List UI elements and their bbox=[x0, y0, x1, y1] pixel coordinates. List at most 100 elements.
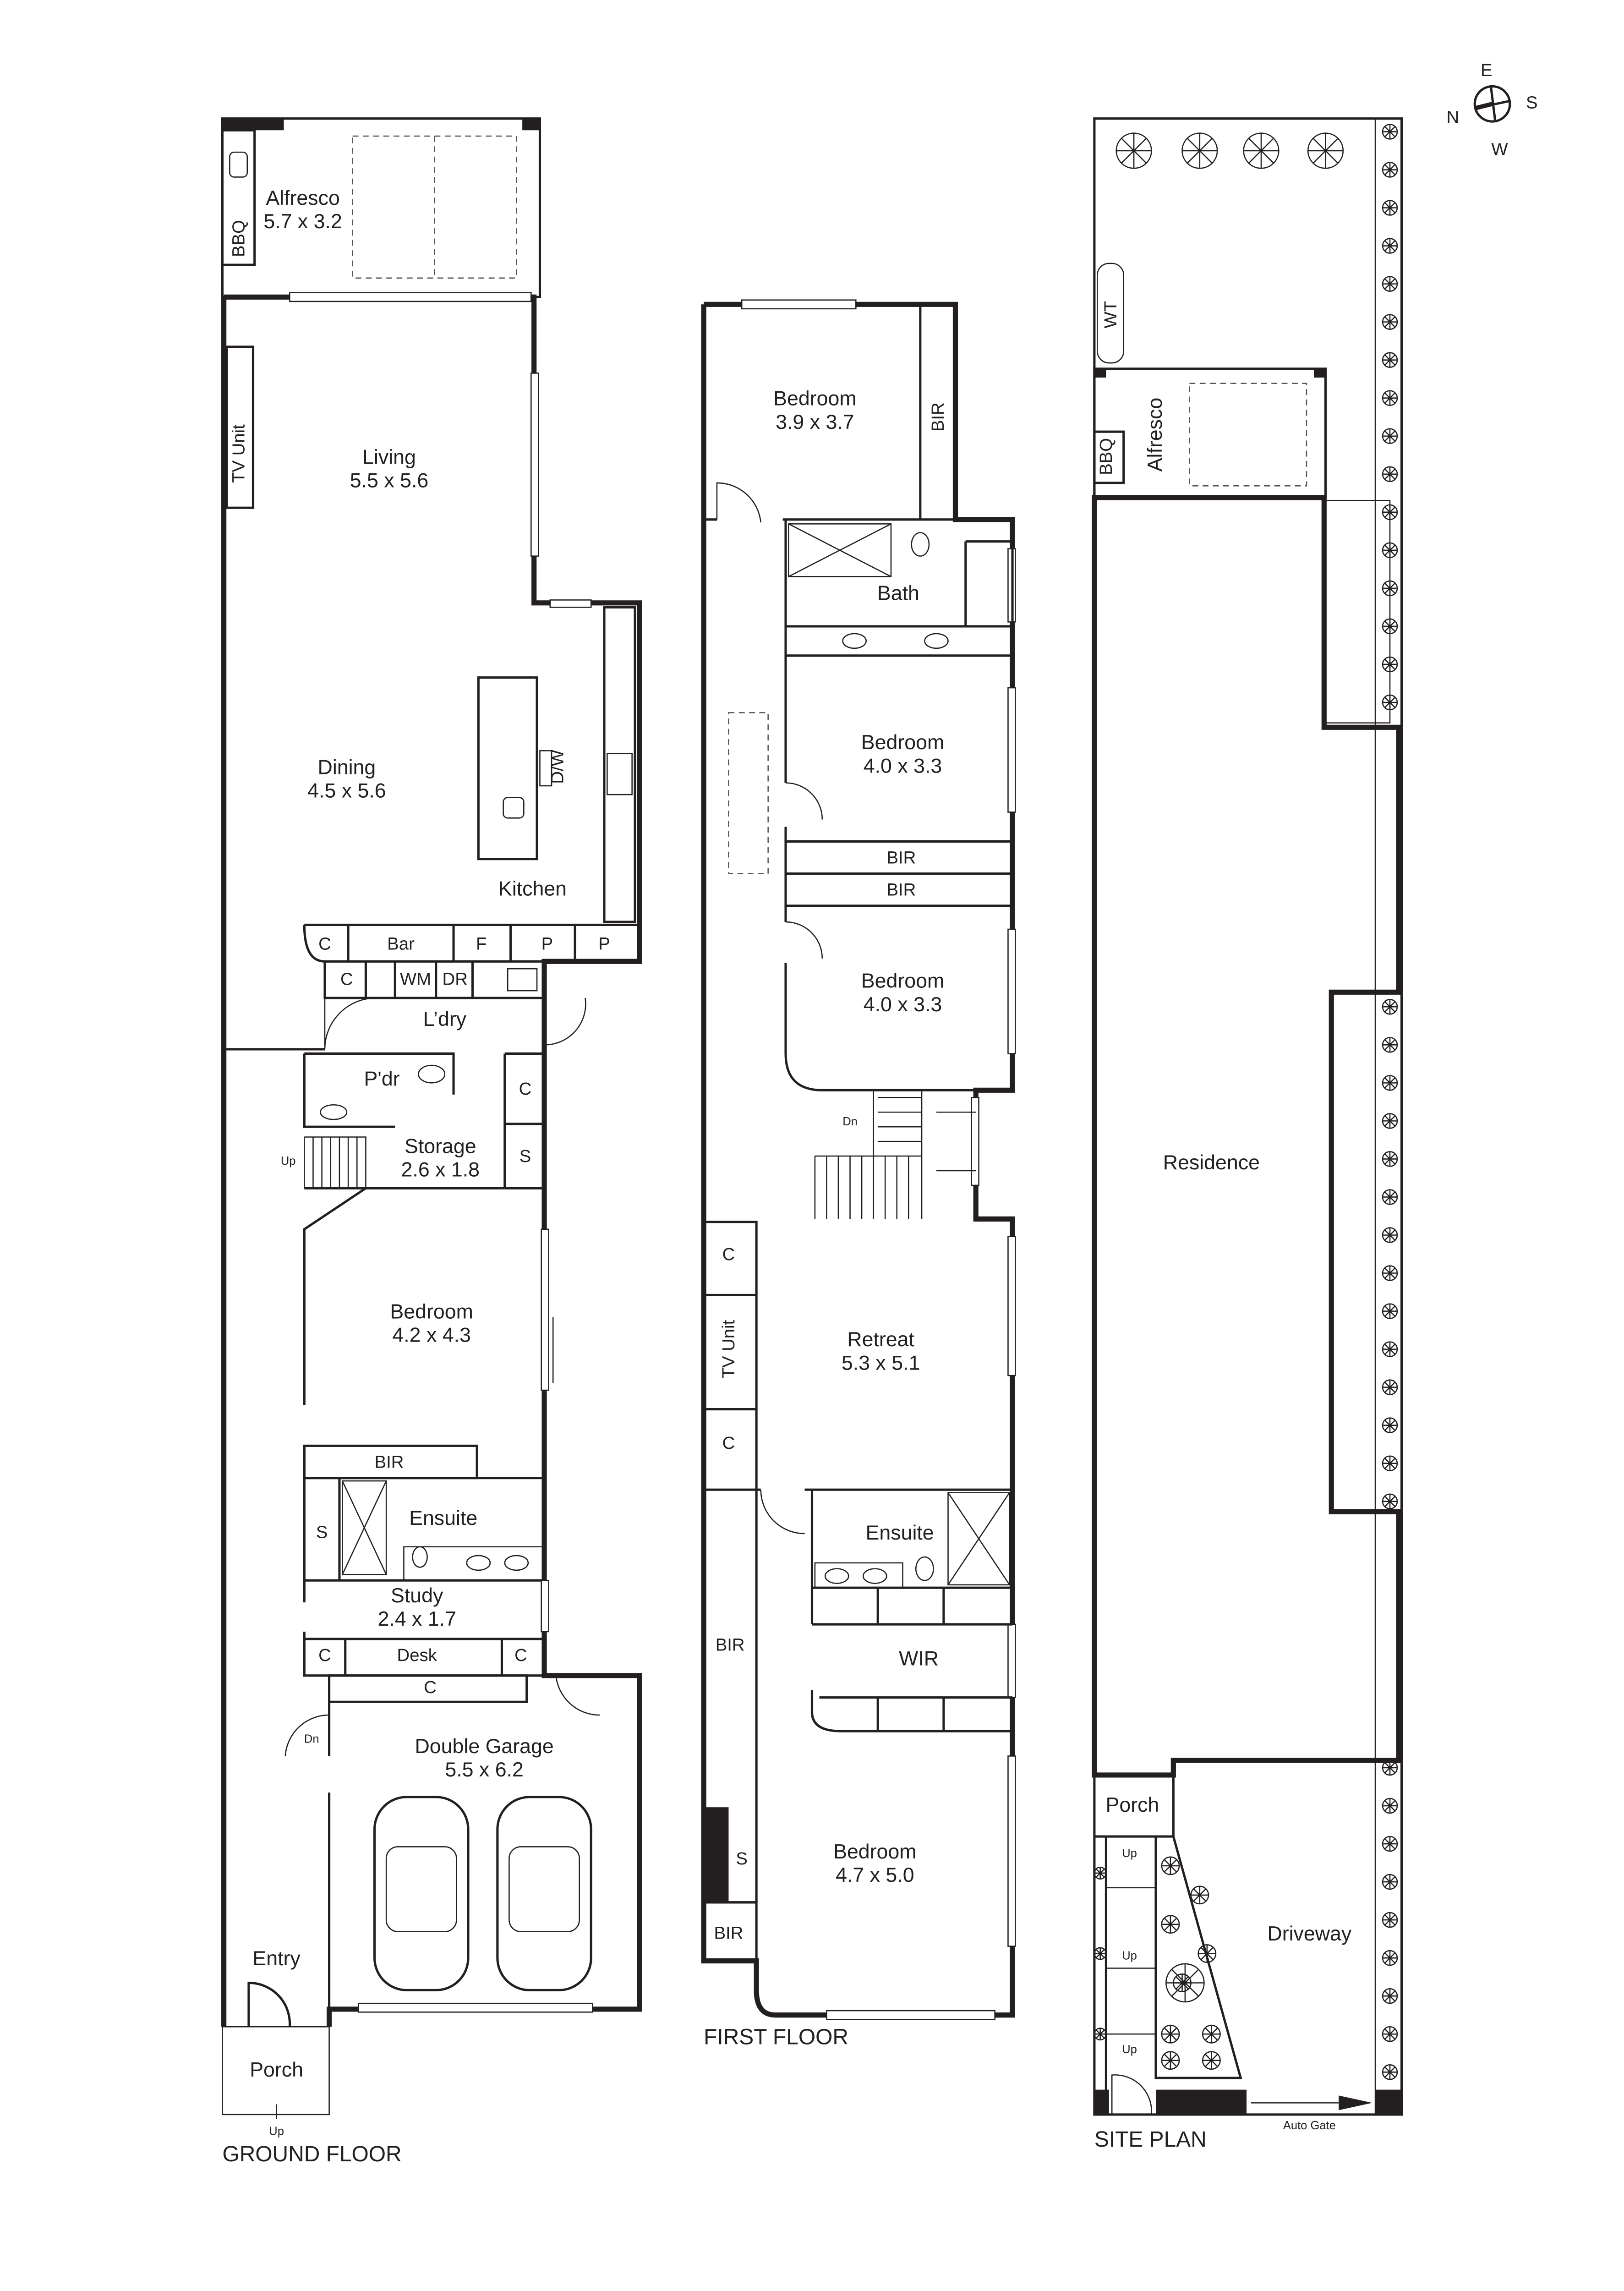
room-study-size: 2.4 x 1.7 bbox=[377, 1608, 456, 1630]
tree-icon bbox=[1382, 1151, 1398, 1167]
tree-icon bbox=[1382, 1836, 1398, 1852]
tree-icon bbox=[1382, 1303, 1398, 1319]
room-bedroom-size: 4.7 x 5.0 bbox=[836, 1864, 914, 1886]
tree-icon bbox=[1382, 162, 1398, 178]
room-retreat-size: 5.3 x 5.1 bbox=[842, 1352, 920, 1374]
tree-icon bbox=[1382, 1988, 1398, 2004]
tree-icon bbox=[1382, 1341, 1398, 1357]
compass-s: S bbox=[1526, 93, 1538, 112]
tree-icon bbox=[1382, 238, 1398, 254]
room-alfresco-size: 5.7 x 3.2 bbox=[263, 210, 342, 233]
shelf-label: S bbox=[736, 1849, 748, 1869]
tv-unit-label: TV Unit bbox=[719, 1320, 738, 1378]
tree-icon bbox=[1382, 390, 1398, 406]
tree-icon bbox=[1161, 2051, 1180, 2070]
bbq-label: BBQ bbox=[229, 220, 248, 257]
bir-label: BIR bbox=[716, 1635, 745, 1655]
residence-label: Residence bbox=[1163, 1151, 1260, 1174]
up-label: Up bbox=[1122, 2043, 1137, 2056]
room-ensuite-name: Ensuite bbox=[866, 1522, 934, 1544]
tree-icon bbox=[1382, 1265, 1398, 1281]
up-label: Up bbox=[1122, 1949, 1137, 1962]
room-bedroom-size: 3.9 x 3.7 bbox=[776, 411, 854, 433]
tree-icon bbox=[1382, 2064, 1398, 2080]
bir-label: BIR bbox=[714, 1924, 744, 1943]
joinery-label: C bbox=[318, 1645, 331, 1665]
tree-icon bbox=[1382, 1113, 1398, 1129]
joinery-label: C bbox=[514, 1645, 527, 1665]
room-bedroom-size: 4.0 x 3.3 bbox=[864, 755, 942, 777]
ground-floor-title: GROUND FLOOR bbox=[222, 2142, 401, 2166]
compass-icon: N E S W bbox=[1447, 60, 1538, 159]
room-garage-name: Double Garage bbox=[415, 1735, 554, 1758]
room-bedroom-name: Bedroom bbox=[773, 388, 856, 410]
tree-icon bbox=[1382, 1075, 1398, 1091]
tree-icon bbox=[1161, 1915, 1180, 1934]
tree-icon bbox=[1094, 2028, 1107, 2041]
shelf-label: S bbox=[316, 1523, 328, 1542]
room-bedroom-name: Bedroom bbox=[861, 970, 944, 992]
stairs-up-label: Up bbox=[281, 1155, 296, 1167]
tree-icon bbox=[1382, 1912, 1398, 1928]
room-laundry-name: L’dry bbox=[423, 1008, 467, 1030]
tree-icons bbox=[1094, 124, 1398, 2080]
tree-icon bbox=[1382, 1493, 1398, 1509]
ground-floor-plan: Alfresco 5.7 x 3.2 BBQ TV Unit Living 5.… bbox=[221, 117, 642, 2166]
room-bedroom-name: Bedroom bbox=[833, 1841, 916, 1863]
room-porch-name: Porch bbox=[250, 2059, 303, 2081]
tree-icon bbox=[1382, 466, 1398, 482]
cupboard-label: C bbox=[519, 1079, 532, 1099]
tree-icon bbox=[1382, 1037, 1398, 1053]
room-garage-size: 5.5 x 6.2 bbox=[445, 1759, 523, 1781]
room-bedroom-size: 4.2 x 4.3 bbox=[392, 1324, 470, 1347]
joinery-label: Desk bbox=[397, 1645, 437, 1665]
joinery-label: C bbox=[318, 934, 331, 954]
room-bath-name: Bath bbox=[877, 582, 919, 604]
room-alfresco-name: Alfresco bbox=[266, 187, 339, 209]
tree-icon bbox=[1382, 352, 1398, 368]
joinery-label: P bbox=[541, 934, 553, 954]
room-living-name: Living bbox=[362, 446, 416, 468]
auto-gate-label: Auto Gate bbox=[1283, 2119, 1336, 2132]
cupboard-label: C bbox=[722, 1244, 735, 1264]
tree-icon bbox=[1382, 1227, 1398, 1243]
room-entry-name: Entry bbox=[252, 1947, 301, 1970]
room-kitchen-name: Kitchen bbox=[498, 878, 567, 900]
tree-icon bbox=[1382, 200, 1398, 216]
tree-icon bbox=[1382, 276, 1398, 292]
room-storage-size: 2.6 x 1.8 bbox=[401, 1159, 480, 1181]
tree-icon bbox=[1181, 132, 1218, 169]
first-floor-title: FIRST FLOOR bbox=[704, 2025, 848, 2050]
bir-label: BIR bbox=[928, 402, 948, 432]
porch-up-label: Up bbox=[269, 2125, 284, 2138]
bir-label: BIR bbox=[886, 880, 916, 900]
room-storage-name: Storage bbox=[405, 1135, 476, 1158]
stairs-down-label: Dn bbox=[842, 1115, 858, 1128]
first-floor-plan: Bedroom 3.9 x 3.7 BIR Bath Bedroom 4.0 x… bbox=[701, 299, 1016, 2050]
tree-icon bbox=[1382, 1798, 1398, 1814]
tree-icon bbox=[1165, 1963, 1205, 2003]
bir-label: BIR bbox=[375, 1452, 404, 1472]
room-powder-name: P'dr bbox=[364, 1068, 399, 1091]
stairs-down-label: Dn bbox=[304, 1733, 319, 1746]
joinery-label: WM bbox=[400, 969, 431, 989]
joinery-label: C bbox=[340, 969, 353, 989]
tree-icon bbox=[1243, 132, 1280, 169]
tree-icon bbox=[1382, 1189, 1398, 1205]
room-living-size: 5.5 x 5.6 bbox=[350, 470, 428, 492]
room-study-name: Study bbox=[391, 1584, 443, 1607]
tree-icon bbox=[1382, 1379, 1398, 1395]
tree-icon bbox=[1382, 1950, 1398, 1966]
tree-icon bbox=[1382, 428, 1398, 444]
room-dining-size: 4.5 x 5.6 bbox=[307, 780, 386, 802]
bbq-label: BBQ bbox=[1096, 438, 1116, 475]
water-tank-label: WT bbox=[1101, 301, 1121, 329]
driveway-label: Driveway bbox=[1267, 1923, 1351, 1945]
joinery-label: F bbox=[476, 934, 487, 954]
car-icon bbox=[373, 1796, 470, 1991]
tree-icon bbox=[1161, 2024, 1180, 2044]
tree-icon bbox=[1094, 1866, 1107, 1880]
shelf-label: S bbox=[519, 1146, 531, 1166]
up-label: Up bbox=[1122, 1847, 1137, 1860]
